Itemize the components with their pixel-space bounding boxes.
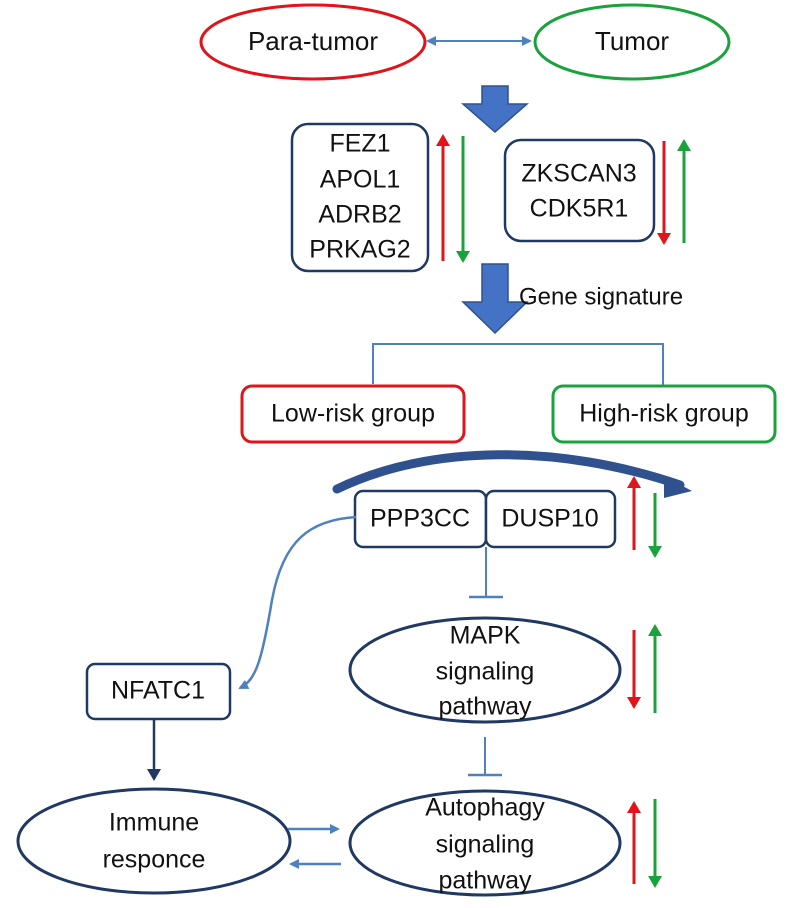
ppp3cc-to-nfatc1-arrow [238,515,357,690]
dusp10-label: DUSP10 [501,505,598,533]
curved-arrow [332,450,685,494]
nfatc1-box [85,662,232,721]
autophagy-line-2: signaling [436,831,535,859]
mapk-line-2: signaling [436,658,535,686]
nfatc1-label: NFATC1 [111,677,205,705]
gene-zkscan3: ZKSCAN3 [521,160,636,188]
gene-apol1: APOL1 [320,166,401,194]
tumor-node [533,3,731,81]
high-risk-group-box [551,384,777,444]
block-arrow-down-2 [461,263,529,335]
para-tumor-node [199,3,427,81]
dusp10-box [484,489,617,549]
group-split-connector [372,343,664,386]
immune-line-2: responce [103,846,206,874]
block-arrow-down-1 [461,85,529,133]
gene-box-left [290,122,430,273]
mapk-pathway-node [348,616,622,724]
high-risk-group-label: High-risk group [579,400,749,428]
autophagy-pathway-node [348,789,622,897]
para-tumor-label: Para-tumor [248,26,378,56]
tumor-label: Tumor [595,26,669,56]
immune-response-node [16,787,292,895]
mapk-line-1: MAPK [450,622,521,650]
mapk-line-3: pathway [438,693,532,721]
low-risk-group-label: Low-risk group [271,400,435,428]
gene-cdk5r1: CDK5R1 [530,195,629,223]
immune-line-1: Immune [109,809,199,837]
gene-adrb2: ADRB2 [318,201,401,229]
gene-fez1: FEZ1 [329,130,390,158]
low-risk-group-box [240,384,466,444]
gene-box-right [503,138,656,243]
autophagy-line-3: pathway [438,867,532,895]
autophagy-line-1: Autophagy [425,794,545,822]
gene-signature-label: Gene signature [519,283,683,310]
gene-prkag2: PRKAG2 [309,236,410,264]
curved-arrow-head [664,476,692,498]
ppp3cc-label: PPP3CC [370,505,470,533]
